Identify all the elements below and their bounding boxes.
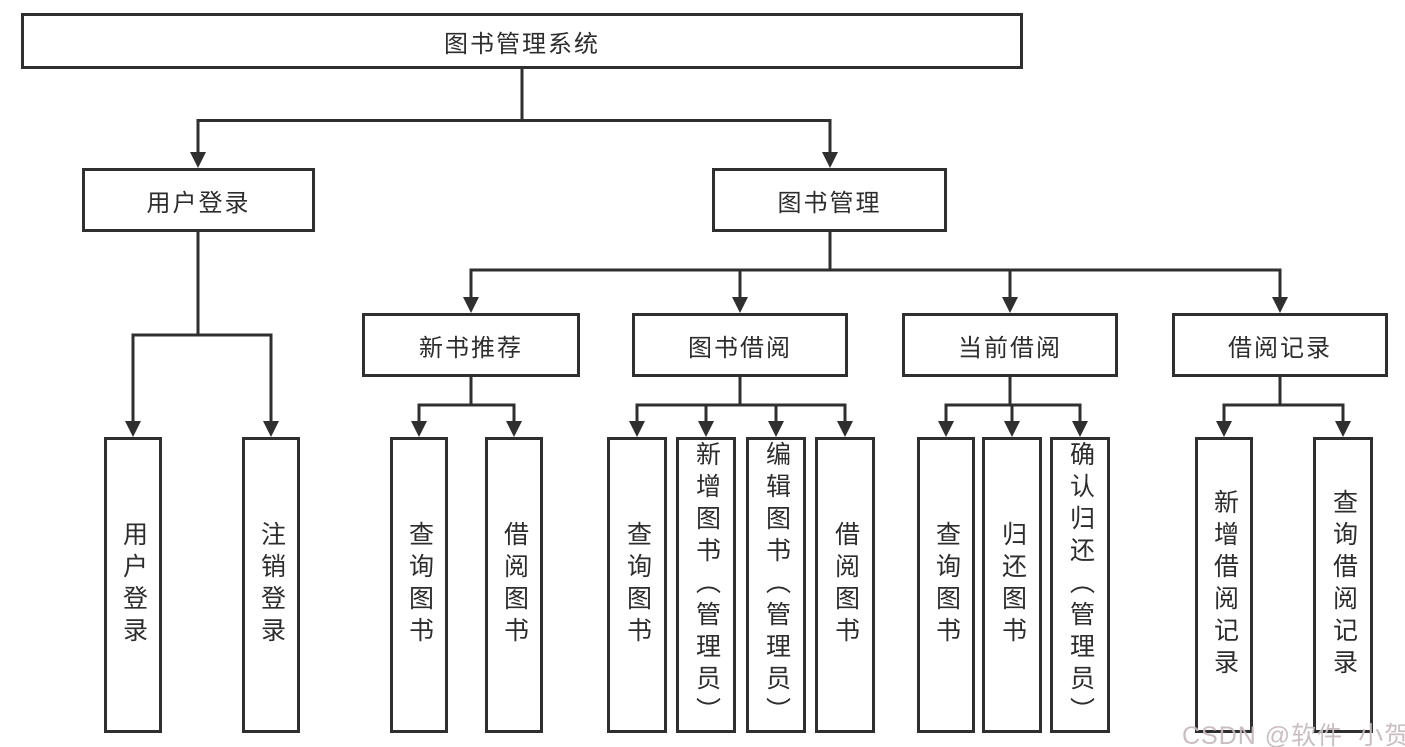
- node-label: 新增图书（管理员）: [692, 441, 721, 729]
- node-label: 编辑图书（管理员）: [762, 441, 791, 729]
- node-current-borrowing: 当前借阅: [902, 313, 1118, 377]
- watermark-csdn: CSDN @软件_小贺同学: [1182, 722, 1405, 747]
- node-label: 图书管理系统: [444, 30, 600, 58]
- node-label: 查询图书: [623, 521, 652, 649]
- node-br-query-borrow-record: 查询借阅记录: [1313, 437, 1373, 733]
- node-user-login-leaf: 用户登录: [104, 437, 162, 733]
- node-label: 图书管理: [777, 189, 882, 217]
- node-book-borrowing: 图书借阅: [632, 313, 848, 377]
- node-logout: 注销登录: [242, 437, 300, 733]
- node-library-management-system: 图书管理系统: [21, 13, 1023, 69]
- node-label: 查询借阅记录: [1329, 489, 1358, 681]
- node-label: 归还图书: [998, 521, 1027, 649]
- node-borrowing-records: 借阅记录: [1172, 313, 1388, 377]
- node-book-management: 图书管理: [712, 168, 947, 232]
- node-label: 用户登录: [146, 189, 251, 217]
- node-label: 确认归还（管理员）: [1066, 441, 1095, 729]
- node-label: 查询图书: [932, 521, 961, 649]
- node-label: 当前借阅: [958, 334, 1062, 362]
- node-cb-query-books: 查询图书: [917, 437, 975, 733]
- node-br-add-borrow-record: 新增借阅记录: [1195, 437, 1253, 733]
- node-new-book-recommend: 新书推荐: [362, 313, 580, 377]
- node-label: 用户登录: [119, 521, 148, 649]
- node-bb-query-books: 查询图书: [607, 437, 667, 733]
- node-label: 图书借阅: [688, 334, 792, 362]
- node-cb-return-books: 归还图书: [982, 437, 1042, 733]
- node-user-login: 用户登录: [82, 168, 315, 232]
- node-label: 借阅图书: [831, 521, 860, 649]
- node-label: 新书推荐: [419, 334, 523, 362]
- node-label: 借阅记录: [1228, 334, 1332, 362]
- node-bb-edit-books-admin: 编辑图书（管理员）: [746, 437, 806, 733]
- node-nb-query-books: 查询图书: [390, 437, 448, 733]
- node-cb-confirm-return-admin: 确认归还（管理员）: [1050, 437, 1110, 733]
- node-label: 注销登录: [257, 521, 286, 649]
- node-bb-add-books-admin: 新增图书（管理员）: [676, 437, 736, 733]
- node-bb-borrow-books: 借阅图书: [815, 437, 875, 733]
- node-label: 借阅图书: [500, 521, 529, 649]
- node-label: 新增借阅记录: [1210, 489, 1239, 681]
- node-nb-borrow-books: 借阅图书: [485, 437, 543, 733]
- node-label: 查询图书: [405, 521, 434, 649]
